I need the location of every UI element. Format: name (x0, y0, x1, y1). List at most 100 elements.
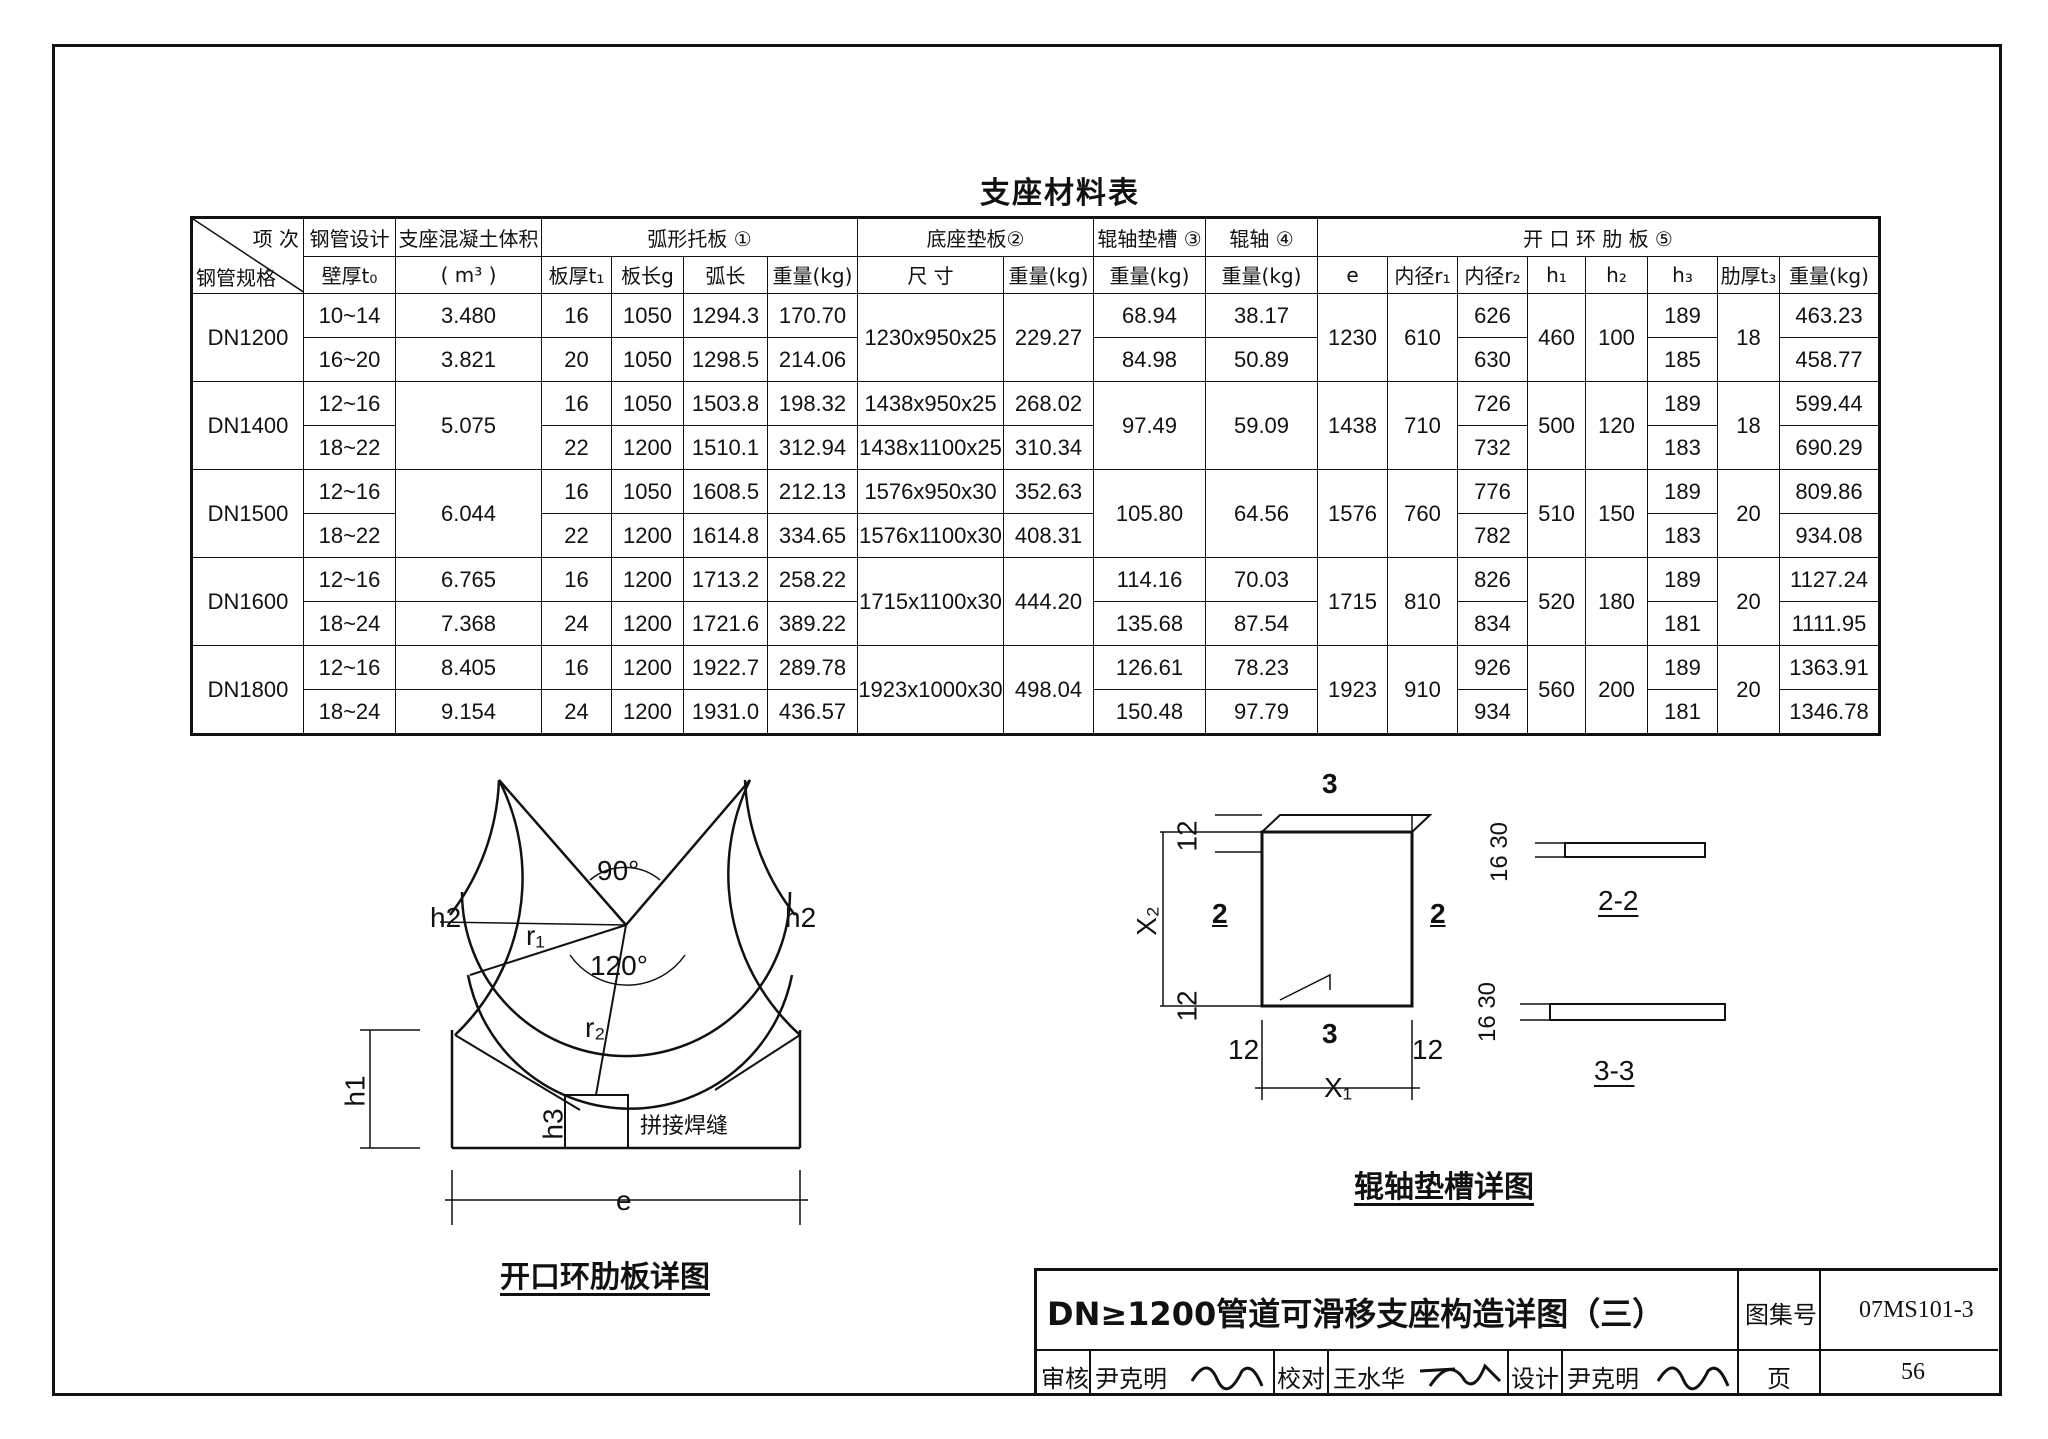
dim-12-left: 12 (1228, 1034, 1260, 1065)
review-label: 审核 (1041, 1365, 1089, 1393)
arc-cell: 1298.5 (683, 337, 768, 382)
h2-cell: 200 (1585, 645, 1648, 735)
g-cell: 1200 (611, 645, 684, 690)
arc-cell: 1608.5 (683, 469, 768, 514)
w4-cell: 64.56 (1205, 469, 1318, 558)
w1-cell: 436.57 (767, 689, 858, 735)
w3-cell: 68.94 (1093, 293, 1206, 338)
size-cell: 1576x1100x30 (857, 513, 1004, 558)
section-2-2-label: 2-2 (1598, 885, 1639, 916)
r2-cell: 826 (1457, 557, 1528, 602)
w1-cell: 212.13 (767, 469, 858, 514)
review-name: 尹克明 (1095, 1365, 1167, 1393)
h1-cell: 520 (1527, 557, 1586, 646)
subheader-7: 重量(kg) (1205, 255, 1318, 294)
h3-label: h3 (537, 1108, 569, 1140)
design-name: 尹克明 (1567, 1365, 1639, 1393)
w4-cell: 59.09 (1205, 381, 1318, 470)
r1-cell: 810 (1387, 557, 1458, 646)
w2-cell: 310.34 (1003, 425, 1094, 470)
corner-header: 项 次 钢管规格 (191, 217, 304, 294)
rib-plate-caption: 开口环肋板详图 (500, 1260, 710, 1295)
arc-cell: 1713.2 (683, 557, 768, 602)
subheader-15: 重量(kg) (1779, 255, 1880, 294)
w5-cell: 809.86 (1779, 469, 1880, 514)
t1-cell: 24 (541, 689, 612, 735)
subheader-2: 弧长 (683, 255, 768, 294)
h3-cell: 189 (1647, 557, 1718, 602)
concrete-subheader: ( m³ ) (395, 255, 542, 294)
wall-subheader: 壁厚t₀ (303, 255, 396, 294)
volume-cell: 6.044 (395, 469, 542, 558)
spec-cell: DN1400 (191, 381, 304, 470)
size-cell: 1923x1000x30 (857, 645, 1004, 735)
subheader-1: 板长g (611, 255, 684, 294)
h3-cell: 183 (1647, 425, 1718, 470)
w3-cell: 126.61 (1093, 645, 1206, 690)
section-3-bottom: 3 (1322, 1018, 1338, 1049)
w2-cell: 498.04 (1003, 645, 1094, 735)
w5-cell: 934.08 (1779, 513, 1880, 558)
check-label: 校对 (1277, 1365, 1325, 1393)
g-cell: 1200 (611, 513, 684, 558)
w3-cell: 135.68 (1093, 601, 1206, 646)
w3-cell: 150.48 (1093, 689, 1206, 735)
wall-cell: 10~14 (303, 293, 396, 338)
g-cell: 1050 (611, 469, 684, 514)
wall-cell: 18~22 (303, 513, 396, 558)
size-cell: 1715x1100x30 (857, 557, 1004, 646)
x2-label: X₂ (1130, 906, 1162, 936)
e-cell: 1715 (1317, 557, 1388, 646)
r2-label: r₂ (585, 1012, 606, 1043)
t3-cell: 20 (1717, 645, 1780, 735)
size-cell: 1438x950x25 (857, 381, 1004, 426)
page-number: 56 (1901, 1359, 1925, 1385)
w3-cell: 97.49 (1093, 381, 1206, 470)
h1-label: h1 (339, 1075, 371, 1107)
r2-cell: 732 (1457, 425, 1528, 470)
w5-cell: 1111.95 (1779, 601, 1880, 646)
volume-cell: 3.480 (395, 293, 542, 338)
h3-cell: 183 (1647, 513, 1718, 558)
dim-12-right: 12 (1412, 1034, 1444, 1065)
check-name: 王水华 (1333, 1365, 1405, 1393)
arc-plate-header: 弧形托板 ① (541, 217, 858, 257)
wall-cell: 12~16 (303, 469, 396, 514)
w5-cell: 1346.78 (1779, 689, 1880, 735)
e-cell: 1923 (1317, 645, 1388, 735)
w5-cell: 1363.91 (1779, 645, 1880, 690)
dim-16-30-a: 16 30 (1486, 821, 1514, 883)
t1-cell: 16 (541, 469, 612, 514)
w5-cell: 458.77 (1779, 337, 1880, 382)
r1-cell: 610 (1387, 293, 1458, 382)
w1-cell: 389.22 (767, 601, 858, 646)
r2-cell: 776 (1457, 469, 1528, 514)
r1-cell: 710 (1387, 381, 1458, 470)
section-2-right: 2 (1430, 898, 1446, 929)
w2-cell: 444.20 (1003, 557, 1094, 646)
design-label: 设计 (1511, 1365, 1559, 1393)
r2-cell: 630 (1457, 337, 1528, 382)
dim-12-top: 12 (1171, 820, 1203, 852)
title-block: DN≥1200管道可滑移支座构造详图（三） 图集号 07MS101-3 审核 尹… (1034, 1268, 1998, 1394)
r1-cell: 910 (1387, 645, 1458, 735)
g-cell: 1050 (611, 337, 684, 382)
signature-review (1190, 1366, 1264, 1391)
table-title: 支座材料表 (980, 176, 1140, 211)
g-cell: 1050 (611, 293, 684, 338)
r2-cell: 834 (1457, 601, 1528, 646)
h1-cell: 460 (1527, 293, 1586, 382)
g-cell: 1200 (611, 601, 684, 646)
subheader-5: 重量(kg) (1003, 255, 1094, 294)
h2-cell: 100 (1585, 293, 1648, 382)
e-cell: 1230 (1317, 293, 1388, 382)
spec-cell: DN1800 (191, 645, 304, 735)
size-cell: 1576x950x30 (857, 469, 1004, 514)
weld-label: 拼接焊缝 (640, 1114, 729, 1139)
